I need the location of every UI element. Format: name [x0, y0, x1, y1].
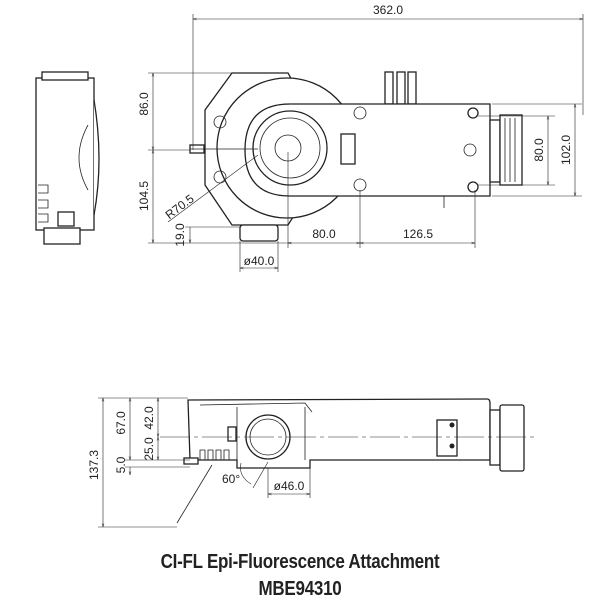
dim-height-25: 25.0	[142, 437, 156, 461]
model-number: MBE94310	[258, 578, 342, 600]
front-dimensions: 137.3 67.0 42.0 25.0 5.0 60° ø46.0	[87, 397, 311, 528]
dim-overall-width: 362.0	[373, 3, 403, 17]
product-title: CI-FL Epi-Fluorescence Attachment	[160, 551, 440, 573]
dim-total-height: 137.3	[87, 450, 101, 480]
dim-height-upper: 86.0	[137, 92, 151, 116]
dim-connector-outer: 102.0	[559, 135, 573, 165]
top-view	[189, 71, 523, 242]
dim-angle: 60°	[222, 472, 240, 486]
dim-connector-inner: 80.0	[532, 138, 546, 162]
dim-dist-b: 126.5	[403, 227, 433, 241]
dim-radius: R70.5	[163, 191, 197, 222]
dim-height-5: 5.0	[114, 456, 128, 473]
dim-height-67: 67.0	[114, 411, 128, 435]
dim-dist-a: 80.0	[312, 227, 336, 241]
dim-height-42: 42.0	[142, 406, 156, 430]
dim-offset: 19.0	[173, 223, 187, 247]
front-view	[160, 398, 535, 524]
dim-height-lower: 104.5	[137, 181, 151, 211]
dim-port-diameter-front: ø46.0	[274, 479, 305, 493]
side-view	[35, 71, 100, 245]
dim-port-diameter: ø40.0	[244, 254, 275, 268]
